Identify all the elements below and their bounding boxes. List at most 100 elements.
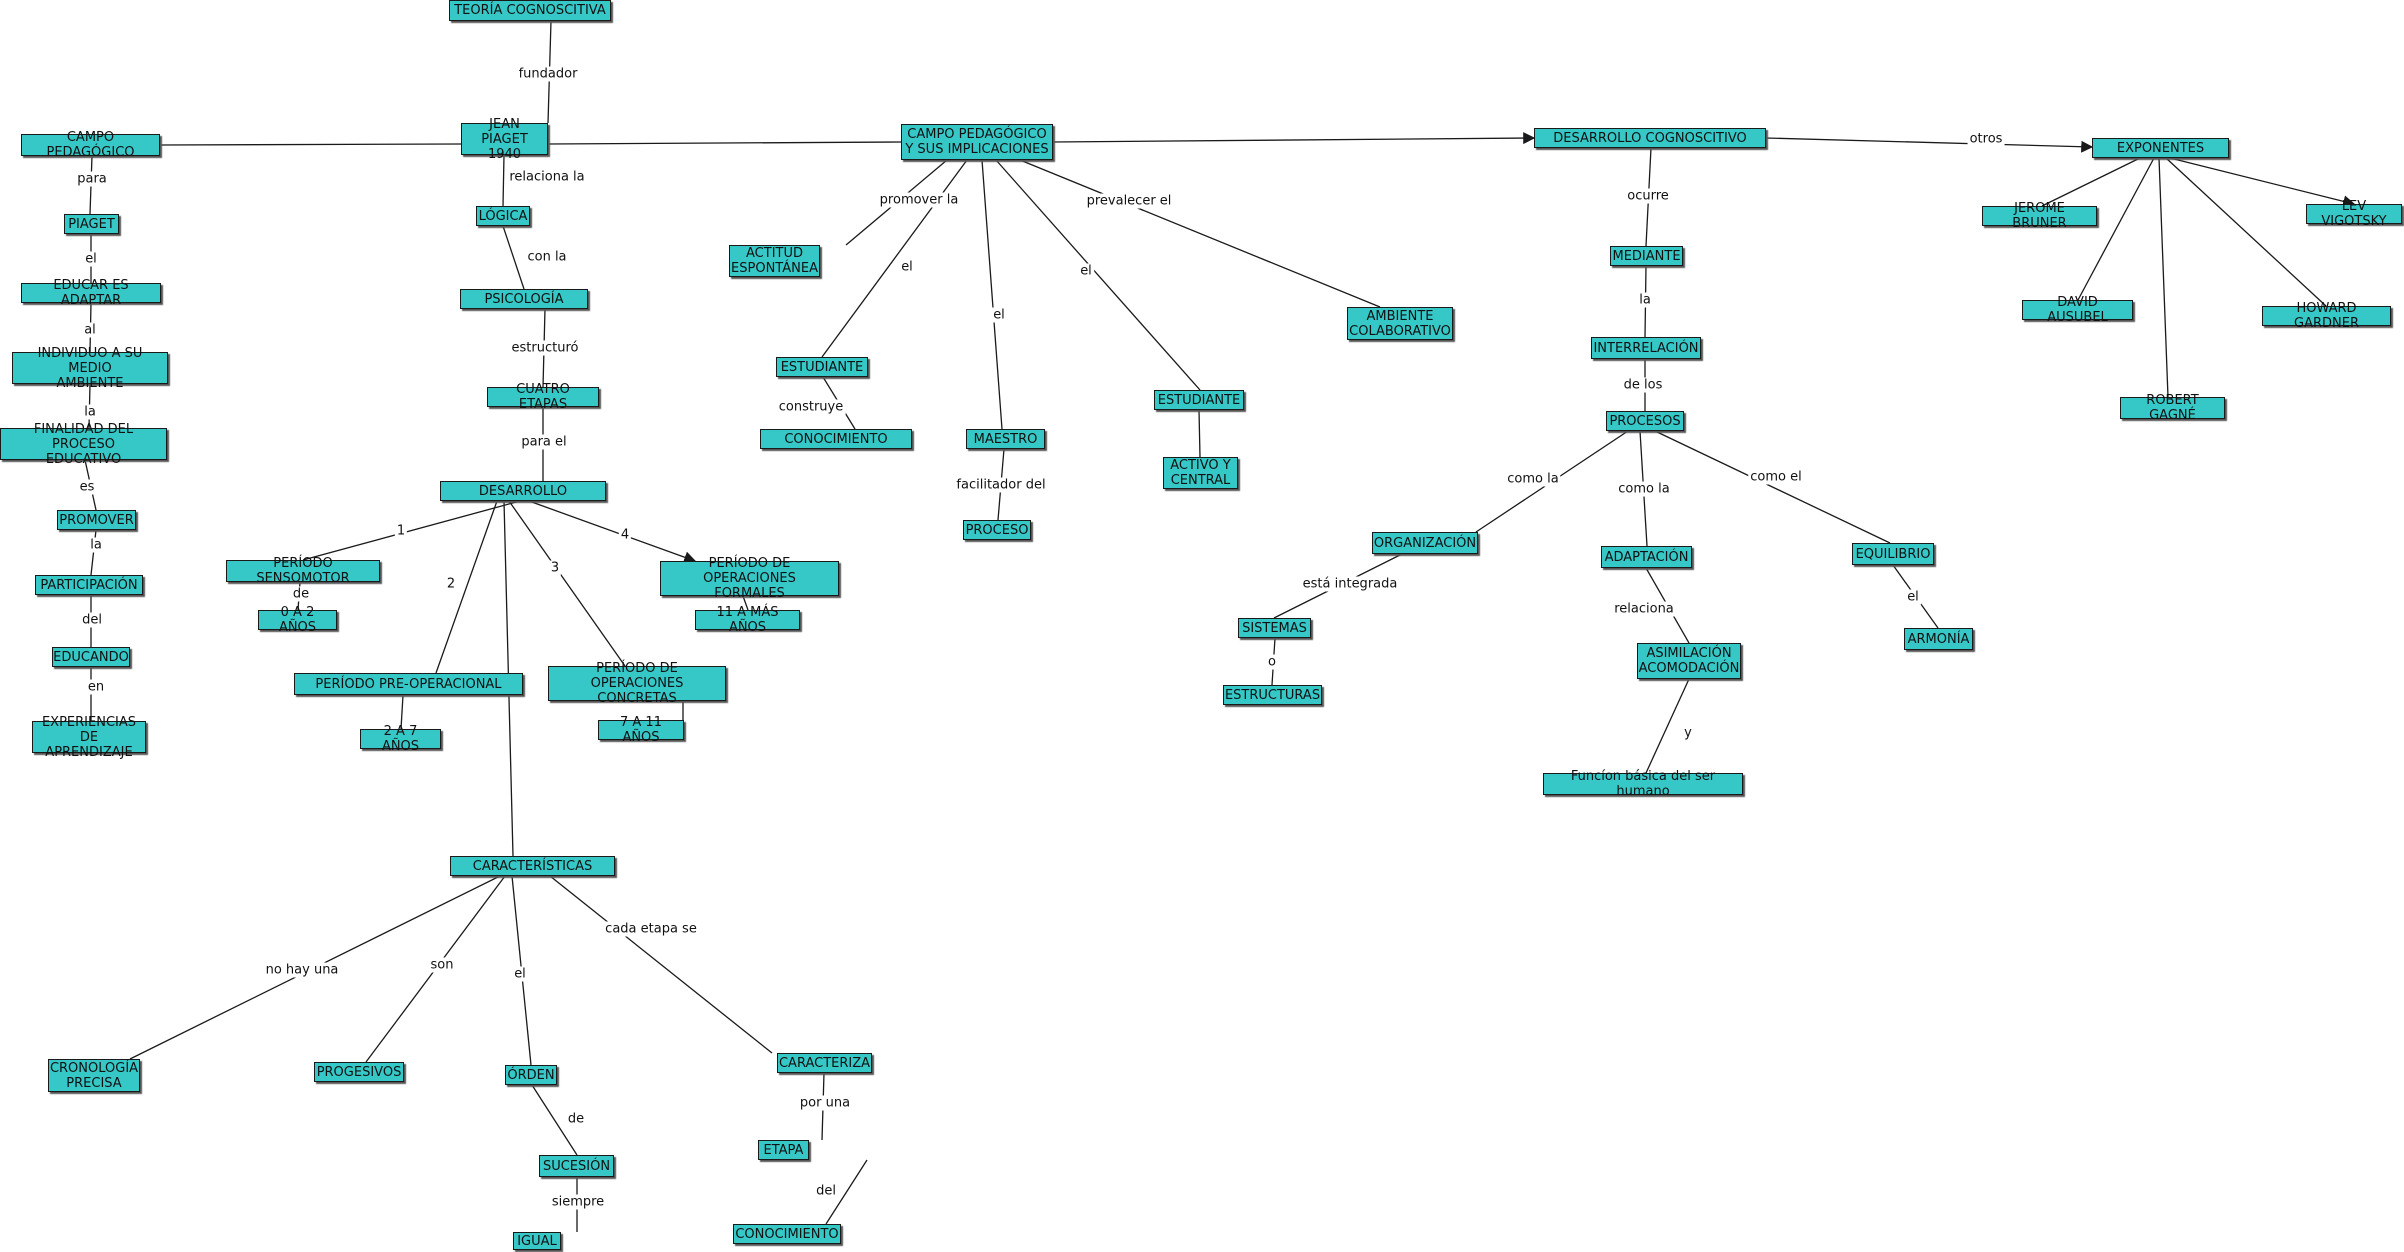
concept-node-caracteristicas[interactable]: CARACTERÍSTICAS <box>450 856 615 876</box>
concept-node-gagne[interactable]: ROBERT GAGNÉ <box>2120 393 2225 423</box>
concept-node-piaget[interactable]: PIAGET <box>64 214 119 234</box>
concept-node-edad-0-2[interactable]: 0 A 2 AÑOS <box>258 605 337 635</box>
link-label-el-b: el <box>512 966 528 982</box>
concept-node-bruner[interactable]: JEROME BRUNER <box>1982 201 2097 231</box>
connector-line <box>1654 430 1891 544</box>
link-label-como-la-b: como la <box>1616 481 1672 497</box>
link-label-ocurre: ocurre <box>1625 188 1671 204</box>
concept-node-procesos[interactable]: PROCESOS <box>1606 411 1684 431</box>
concept-node-actitud[interactable]: ACTITUD ESPONTÁNEA <box>729 245 820 277</box>
concept-node-equilibrio[interactable]: EQUILIBRIO <box>1852 543 1934 565</box>
concept-node-logica[interactable]: LÓGICA <box>476 206 530 226</box>
concept-node-concretas[interactable]: PERÍODO DE OPERACIONES CONCRETAS <box>548 661 726 706</box>
connector-line <box>2158 157 2169 398</box>
link-label-de-b: de <box>565 1111 587 1127</box>
concept-node-campo-implicaciones[interactable]: CAMPO PEDAGÓGICO Y SUS IMPLICACIONES <box>901 124 1053 160</box>
concept-node-teoria[interactable]: TEORÍA COGNOSCITIVA <box>449 0 611 21</box>
concept-node-conocimiento2[interactable]: CONOCIMIENTO <box>733 1224 841 1244</box>
link-label-son: son <box>428 957 456 973</box>
concept-node-vigotsky[interactable]: LEV VIGOTSKY <box>2306 199 2402 229</box>
concept-node-cronologia[interactable]: CRONOLOGÍA PRECISA <box>48 1059 140 1092</box>
link-label-con-la: con la <box>525 249 569 265</box>
link-label-la-a: la <box>82 404 98 420</box>
link-label-el-d: el <box>991 307 1007 323</box>
connector-line <box>825 1159 868 1225</box>
concept-node-campo-pedagogico[interactable]: CAMPO PEDAGÓGICO <box>21 130 160 160</box>
concept-node-psicologia[interactable]: PSICOLOGÍA <box>460 289 588 309</box>
link-label-la-c: la <box>1637 292 1653 308</box>
concept-node-edad-7-11[interactable]: 7 A 11 AÑOS <box>598 715 684 745</box>
concept-node-cuatro-etapas[interactable]: CUATRO ETAPAS <box>487 382 599 412</box>
link-label-cada-etapa-se: cada etapa se <box>603 921 699 937</box>
concept-node-progesivos[interactable]: PROGESIVOS <box>314 1062 404 1082</box>
concept-node-proceso[interactable]: PROCESO <box>963 520 1031 540</box>
connector-line <box>1198 409 1201 458</box>
concept-node-ambiente[interactable]: AMBIENTE COLABORATIVO <box>1347 307 1453 340</box>
link-label-como-la-a: como la <box>1505 471 1561 487</box>
link-label-construye: construye <box>776 399 846 415</box>
concept-node-adaptacion[interactable]: ADAPTACIÓN <box>1601 546 1692 568</box>
concept-node-estudiante2[interactable]: ESTUDIANTE <box>1154 390 1244 410</box>
connector-line <box>2077 157 2155 301</box>
concept-node-ausubel[interactable]: DAVID AUSUBEL <box>2022 295 2133 325</box>
concept-node-preoperacional[interactable]: PERÍODO PRE-OPERACIONAL <box>294 673 523 695</box>
concept-node-jean-piaget[interactable]: JEAN PIAGET 1940 <box>461 117 548 162</box>
connector-line <box>1052 132 1536 145</box>
concept-node-orden[interactable]: ÓRDEN <box>505 1065 557 1085</box>
link-label-por-una: por una <box>797 1095 853 1111</box>
concept-node-promover[interactable]: PROMOVER <box>57 510 136 530</box>
concept-node-interrelacion[interactable]: INTERRELACIÓN <box>1591 337 1701 359</box>
connector-line <box>1765 137 2094 153</box>
link-label-para-el: para el <box>519 434 569 450</box>
link-label-o: o <box>1266 654 1278 670</box>
connector-line <box>502 154 505 207</box>
link-label-del-a: del <box>80 612 104 628</box>
concept-node-experiencias[interactable]: EXPERIENCIAS DE APRENDIZAJE <box>32 715 146 760</box>
concept-node-finalidad[interactable]: FINALIDAD DEL PROCESO EDUCATIVO <box>0 422 167 467</box>
concept-node-educando[interactable]: EDUCANDO <box>52 647 130 667</box>
concept-node-sensomotor[interactable]: PERÍODO SENSOMOTOR <box>226 556 380 586</box>
link-label-prevalecer-el: prevalecer el <box>1084 193 1174 209</box>
concept-node-participacion[interactable]: PARTICIPACIÓN <box>35 575 143 595</box>
concept-node-edad-2-7[interactable]: 2 A 7 AÑOS <box>360 724 441 754</box>
concept-node-armonia[interactable]: ARMONÍA <box>1904 628 1973 650</box>
link-label-otros: otros <box>1967 131 2005 147</box>
concept-node-edad-11[interactable]: 11 A MÁS AÑOS <box>695 605 800 635</box>
concept-node-sucesion[interactable]: SUCESIÓN <box>539 1155 614 1177</box>
concept-node-mediante[interactable]: MEDIANTE <box>1610 246 1683 266</box>
concept-node-desarrollo-cog[interactable]: DESARROLLO COGNOSCITIVO <box>1534 128 1766 148</box>
concept-node-gardner[interactable]: HOWARD GARDNER <box>2262 301 2391 331</box>
concept-node-sistemas[interactable]: SISTEMAS <box>1238 618 1311 638</box>
concept-node-estructuras[interactable]: ESTRUCTURAS <box>1223 685 1322 705</box>
concept-node-caracteriza[interactable]: CARACTERIZA <box>777 1053 872 1073</box>
concept-node-organizacion[interactable]: ORGANIZACIÓN <box>1372 532 1478 554</box>
concept-node-maestro[interactable]: MAESTRO <box>966 429 1045 449</box>
concept-node-conocimiento1[interactable]: CONOCIMIENTO <box>760 429 912 449</box>
link-label-de-a: de <box>290 586 312 602</box>
connector-line <box>531 1084 578 1156</box>
concept-node-estudiante1[interactable]: ESTUDIANTE <box>776 357 868 377</box>
connector-line <box>549 875 773 1054</box>
concept-node-etapa[interactable]: ETAPA <box>758 1140 809 1160</box>
concept-node-igual[interactable]: IGUAL <box>513 1232 561 1250</box>
connector-line <box>502 225 525 290</box>
link-label-es: es <box>77 479 97 495</box>
connector-line <box>159 143 462 146</box>
concept-node-activo[interactable]: ACTIVO Y CENTRAL <box>1163 457 1238 489</box>
link-label-al: al <box>82 322 98 338</box>
connector-line <box>2041 157 2141 207</box>
concept-node-individuo[interactable]: INDIVIDUO A SU MEDIO AMBIENTE <box>12 346 168 391</box>
link-label-relaciona: relaciona <box>1612 601 1676 617</box>
concept-node-funcion[interactable]: Funcíon básica del ser humano <box>1543 769 1743 799</box>
connector-line <box>547 141 902 145</box>
link-label-siempre: siempre <box>549 1194 607 1210</box>
concept-node-exponentes[interactable]: EXPONENTES <box>2092 138 2229 158</box>
connector-line <box>400 694 404 730</box>
concept-node-asimilacion[interactable]: ASIMILACIÓN ACOMODACIÓN <box>1637 643 1741 679</box>
link-label-fundador: fundador <box>516 66 580 82</box>
concept-node-desarrollo[interactable]: DESARROLLO <box>440 481 606 501</box>
connector-line <box>821 159 968 358</box>
concept-node-educar[interactable]: EDUCAR ES ADAPTAR <box>21 278 161 308</box>
concept-node-formales[interactable]: PERÍODO DE OPERACIONES FORMALES <box>660 556 839 601</box>
